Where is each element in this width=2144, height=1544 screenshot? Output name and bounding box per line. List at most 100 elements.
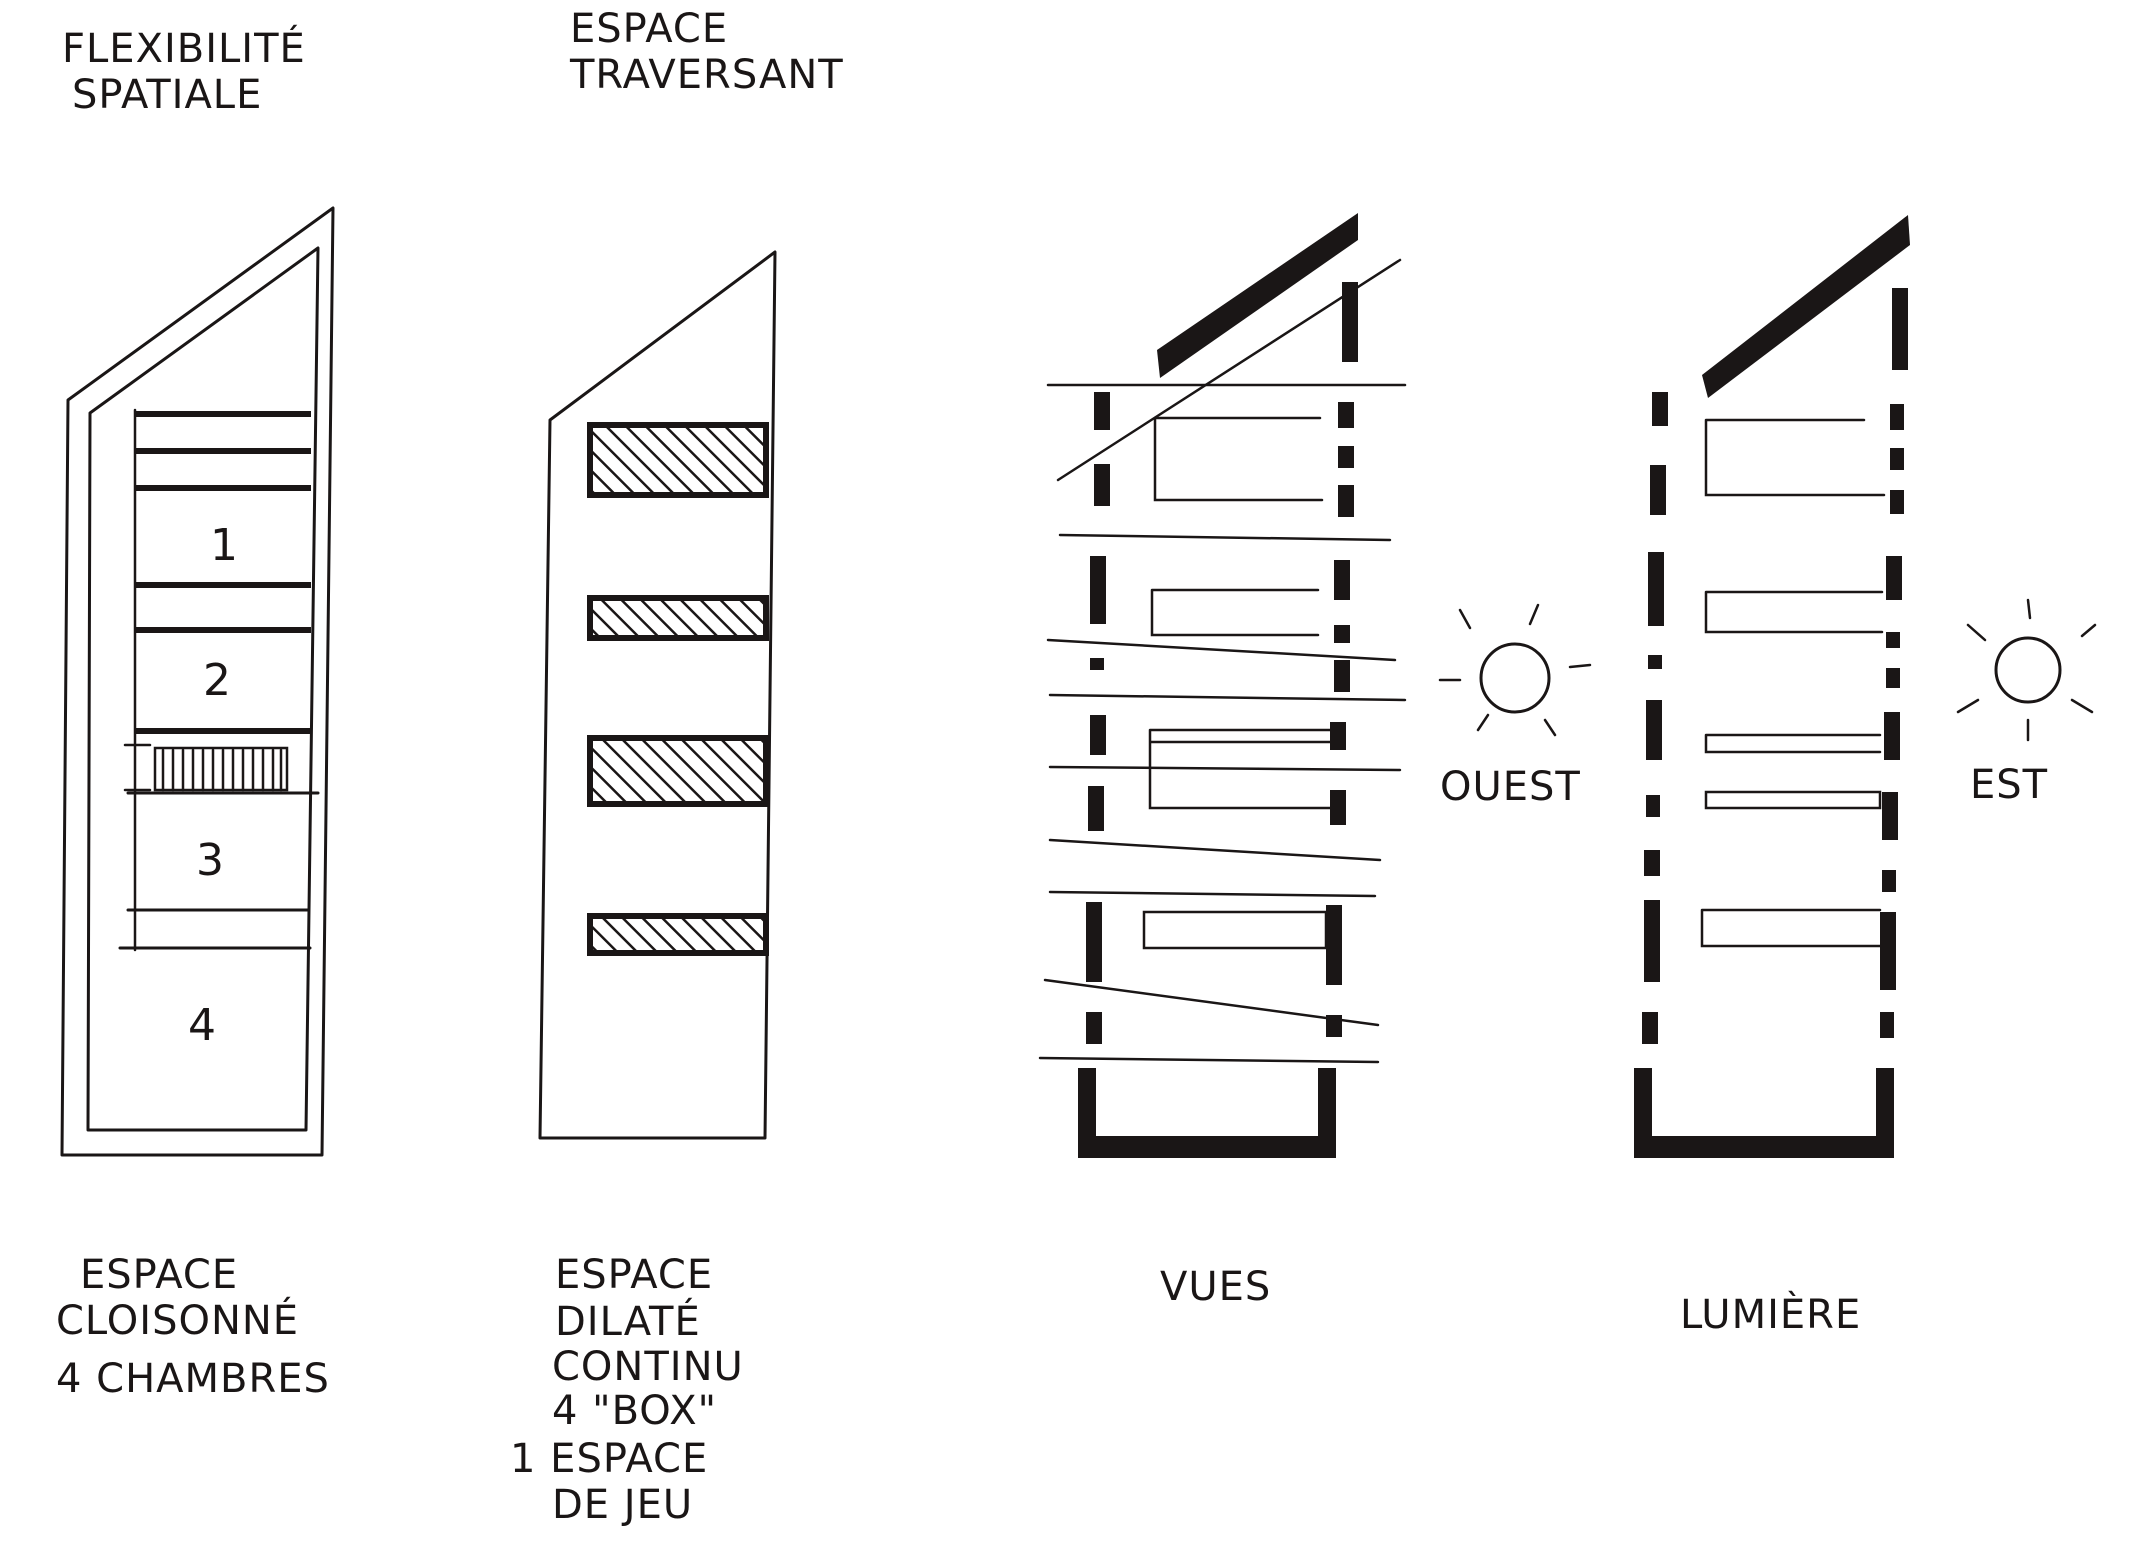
caption-lumiere: LUMIÈRE: [1680, 1290, 1861, 1338]
wall-segment: [1090, 658, 1104, 670]
box-outline: [1148, 728, 1332, 810]
title-flexibilite: FLEXIBILITÉ SPATIALE: [62, 24, 306, 118]
wall-segment: [1646, 700, 1662, 760]
wall-segment: [1880, 1012, 1894, 1038]
caption-cloisonne-line2: CLOISONNÉ: [56, 1296, 299, 1344]
wall-segment: [1644, 900, 1660, 982]
section-cloisonne: 1 2 3 4: [60, 206, 335, 1157]
wall-segment: [1886, 668, 1900, 688]
wall-segment: [1338, 402, 1354, 428]
floor-slab: [135, 411, 311, 417]
stair-landing-lines: [123, 743, 152, 792]
view-line: [1048, 838, 1382, 862]
wall-segment: [1648, 655, 1662, 669]
wall-segment: [1094, 464, 1110, 506]
wall-segment: [1884, 712, 1900, 760]
view-line: [1048, 765, 1402, 772]
wall-segment: [1880, 912, 1896, 990]
cloisonne-outer-outline: [60, 206, 335, 1157]
box-4: [587, 913, 769, 956]
title-flexibilite-line2: SPATIALE: [72, 72, 262, 118]
stair-hatch: [153, 746, 289, 792]
room-number-2: 2: [203, 655, 231, 706]
dilate-outline: [538, 250, 777, 1140]
sun-east-icon: [1956, 598, 2097, 742]
title-traversant-line2: TRAVERSANT: [569, 52, 844, 98]
wall-segment: [1338, 446, 1354, 468]
wall-segment: [1088, 786, 1104, 831]
caption-vues: VUES: [1160, 1264, 1271, 1310]
wall-segment: [1644, 850, 1660, 876]
view-line: [1043, 978, 1380, 1027]
wall-segment: [1330, 790, 1346, 825]
box-outline: [1704, 418, 1886, 497]
floor-slab: [135, 728, 311, 734]
wall-segment: [1890, 490, 1904, 514]
title-traversant-line1: ESPACE: [570, 6, 728, 52]
caption-dilate-line6: DE JEU: [552, 1482, 693, 1528]
sun-west-icon: [1438, 603, 1592, 737]
box-outline: [1150, 588, 1320, 637]
view-line: [1056, 258, 1402, 482]
room-number-1: 1: [210, 520, 238, 571]
wall-segment: [1890, 404, 1904, 430]
wall-segment: [1886, 632, 1900, 648]
wall-segment: [1094, 392, 1110, 430]
view-line: [1046, 638, 1397, 662]
wall-segment: [1334, 560, 1350, 600]
caption-dilate-line2: DILATÉ: [555, 1297, 701, 1345]
wall-segment: [1334, 625, 1350, 643]
view-line: [1048, 693, 1407, 702]
wall-segment: [1086, 1012, 1102, 1044]
wall-segment: [1326, 905, 1342, 985]
caption-dilate-line3: CONTINU: [552, 1344, 744, 1390]
wall-segment: [1330, 722, 1346, 750]
caption-dilate-line1: ESPACE: [555, 1252, 713, 1298]
wall-segment: [1890, 448, 1904, 470]
box-outline: [1704, 590, 1884, 634]
box-1: [587, 422, 769, 498]
caption-dilate-line5: 1 ESPACE: [510, 1436, 708, 1482]
floor-slab: [135, 448, 311, 454]
box-outline: [1153, 416, 1324, 502]
box-outline: [1704, 733, 1882, 754]
section-lumiere: [1634, 215, 1910, 1158]
title-flexibilite-line1: FLEXIBILITÉ: [62, 24, 306, 72]
room-number-4: 4: [188, 1000, 216, 1051]
view-line: [1048, 890, 1377, 898]
room-number-3: 3: [196, 835, 224, 886]
floor-slab: [135, 582, 311, 588]
wall-segment: [1652, 392, 1668, 426]
wall-segment: [1650, 465, 1666, 515]
wall-segment: [1338, 485, 1354, 517]
view-line: [1058, 533, 1392, 542]
wall-segment: [1642, 1012, 1658, 1044]
caption-cloisonne-line1: ESPACE: [80, 1252, 238, 1298]
wall-segment: [1648, 552, 1664, 626]
section-dilate: [538, 250, 777, 1140]
orientation-east-label: EST: [1970, 762, 2048, 808]
section-vues: [1038, 213, 1407, 1158]
view-line: [1038, 1056, 1380, 1064]
box-outline: [1704, 790, 1882, 810]
wall-segment: [1342, 282, 1358, 362]
wall-segment: [1090, 715, 1106, 755]
wall-segment: [1886, 556, 1902, 600]
roof-slab: [1702, 215, 1910, 398]
box-outline: [1142, 910, 1328, 950]
caption-cloisonne-line3: 4 CHAMBRES: [56, 1356, 330, 1402]
box-3: [587, 735, 769, 807]
wall-segment: [1892, 288, 1908, 370]
cloisonne-inner-outline: [86, 246, 320, 1132]
wall-segment: [1882, 792, 1898, 840]
title-traversant: ESPACE TRAVERSANT: [569, 6, 844, 98]
wall-segment: [1646, 795, 1660, 817]
wall-segment: [1090, 556, 1106, 624]
wall-segment: [1882, 870, 1896, 892]
box-outline: [1700, 908, 1882, 948]
wall-segment: [1334, 660, 1350, 692]
caption-cloisonne: ESPACE CLOISONNÉ 4 CHAMBRES: [56, 1252, 330, 1402]
floor-slab: [135, 627, 311, 633]
box-2: [587, 595, 769, 641]
caption-dilate: ESPACE DILATÉ CONTINU 4 "BOX" 1 ESPACE D…: [510, 1252, 744, 1528]
